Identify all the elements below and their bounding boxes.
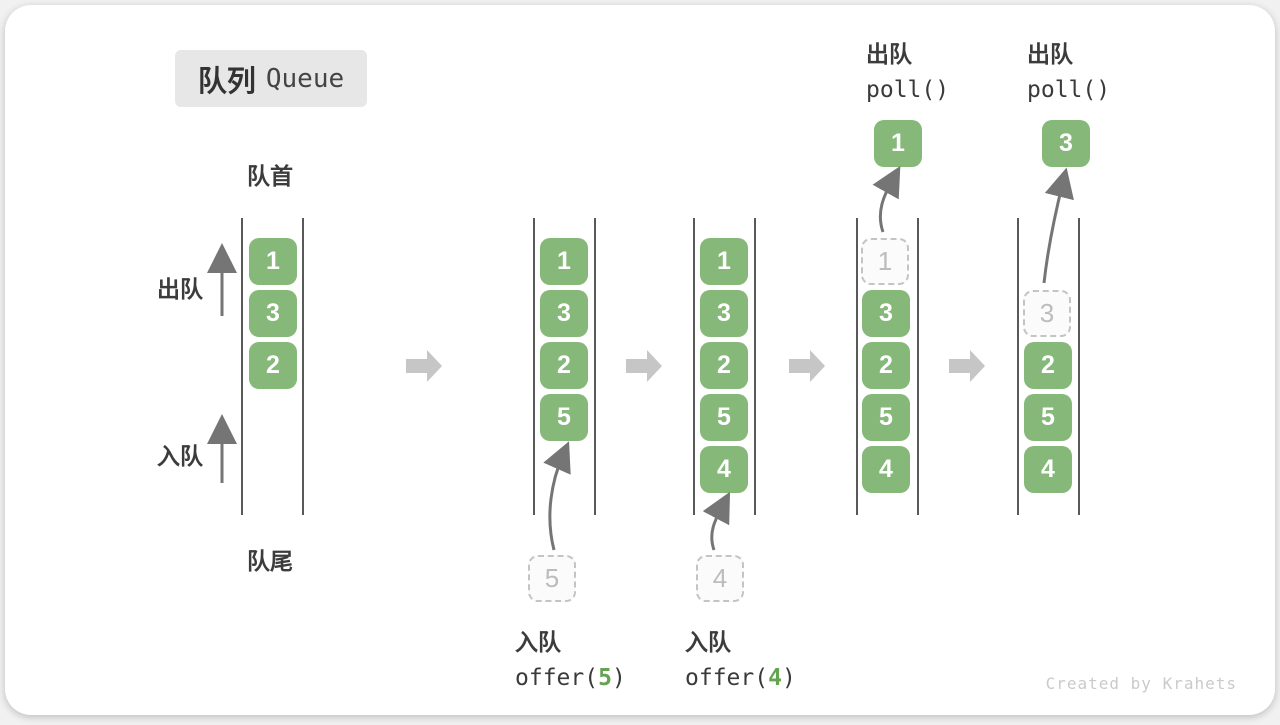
queue-item: 2 <box>862 342 910 389</box>
queue-wall <box>1078 218 1080 515</box>
next-state-arrow <box>789 350 825 382</box>
watermark: Created by Krahets <box>1045 674 1237 693</box>
queue-item: 4 <box>862 446 910 493</box>
operation-name: 出队 <box>1027 41 1073 67</box>
operation-code: offer(5) <box>515 665 626 691</box>
queue-item: 1 <box>540 238 588 285</box>
operation-name: 出队 <box>866 41 912 67</box>
next-state-arrow <box>949 350 985 382</box>
queue-item: 2 <box>540 342 588 389</box>
title-box: 队列 Queue <box>175 50 367 107</box>
code-pre: offer( <box>515 665 599 691</box>
queue-item: 5 <box>700 394 748 441</box>
queue-item: 5 <box>862 394 910 441</box>
code-post: ) <box>781 665 796 691</box>
queue-item: 1 <box>700 238 748 285</box>
operation-name: 入队 <box>685 629 731 655</box>
code-post: ) <box>611 665 626 691</box>
queue-wall <box>917 218 919 515</box>
code-arg: 5 <box>598 665 612 691</box>
queue-item: 3 <box>249 290 297 337</box>
next-state-arrow <box>406 350 442 382</box>
operation-poll-2: 出队 poll() <box>1027 35 1110 103</box>
enqueue-motion-arrow <box>543 441 571 551</box>
incoming-item-ghost: 5 <box>528 555 576 602</box>
queue-wall <box>1017 218 1019 515</box>
dequeue-label: 出队 <box>157 276 203 302</box>
incoming-item-ghost: 4 <box>696 555 744 602</box>
queue-item: 3 <box>862 290 910 337</box>
queue-wall <box>594 218 596 515</box>
queue-wall <box>693 218 695 515</box>
dequeue-motion-arrow <box>872 165 901 233</box>
diagram-canvas: 队列 Queue 队首 队尾 出队 入队 1 3 2 1 3 2 5 5 1 3… <box>5 5 1275 715</box>
queue-item: 1 <box>249 238 297 285</box>
queue-wall <box>533 218 535 515</box>
code-arg: 4 <box>768 665 782 691</box>
removed-item-ghost: 3 <box>1023 290 1071 337</box>
next-state-arrow <box>626 350 662 382</box>
queue-item: 5 <box>540 394 588 441</box>
queue-wall <box>302 218 304 515</box>
queue-item: 4 <box>700 446 748 493</box>
dequeued-item: 3 <box>1042 120 1090 167</box>
operation-poll-1: 出队 poll() <box>866 35 949 103</box>
operation-enqueue-4: 入队 offer(4) <box>685 623 796 691</box>
operation-code: poll() <box>866 77 950 103</box>
operation-code: offer(4) <box>685 665 796 691</box>
queue-item: 2 <box>700 342 748 389</box>
queue-item: 5 <box>1024 394 1072 441</box>
operation-name: 入队 <box>515 629 561 655</box>
queue-front-label: 队首 <box>247 163 293 189</box>
enqueue-motion-arrow <box>702 491 731 551</box>
queue-item: 2 <box>1024 342 1072 389</box>
queue-item: 3 <box>540 290 588 337</box>
queue-item: 2 <box>249 342 297 389</box>
queue-wall <box>241 218 243 515</box>
operation-code: poll() <box>1027 77 1111 103</box>
code-pre: offer( <box>685 665 769 691</box>
queue-item: 4 <box>1024 446 1072 493</box>
title-zh: 队列 <box>197 65 256 98</box>
queue-item: 3 <box>700 290 748 337</box>
removed-item-ghost: 1 <box>861 238 909 285</box>
dequeued-item: 1 <box>874 120 922 167</box>
queue-rear-label: 队尾 <box>247 548 293 574</box>
operation-enqueue-5: 入队 offer(5) <box>515 623 626 691</box>
enqueue-label: 入队 <box>157 443 203 469</box>
title-en: Queue <box>265 63 345 94</box>
queue-wall <box>754 218 756 515</box>
queue-wall <box>856 218 858 515</box>
dequeue-motion-arrow <box>1042 167 1074 284</box>
arrows-overlay <box>207 165 1074 551</box>
